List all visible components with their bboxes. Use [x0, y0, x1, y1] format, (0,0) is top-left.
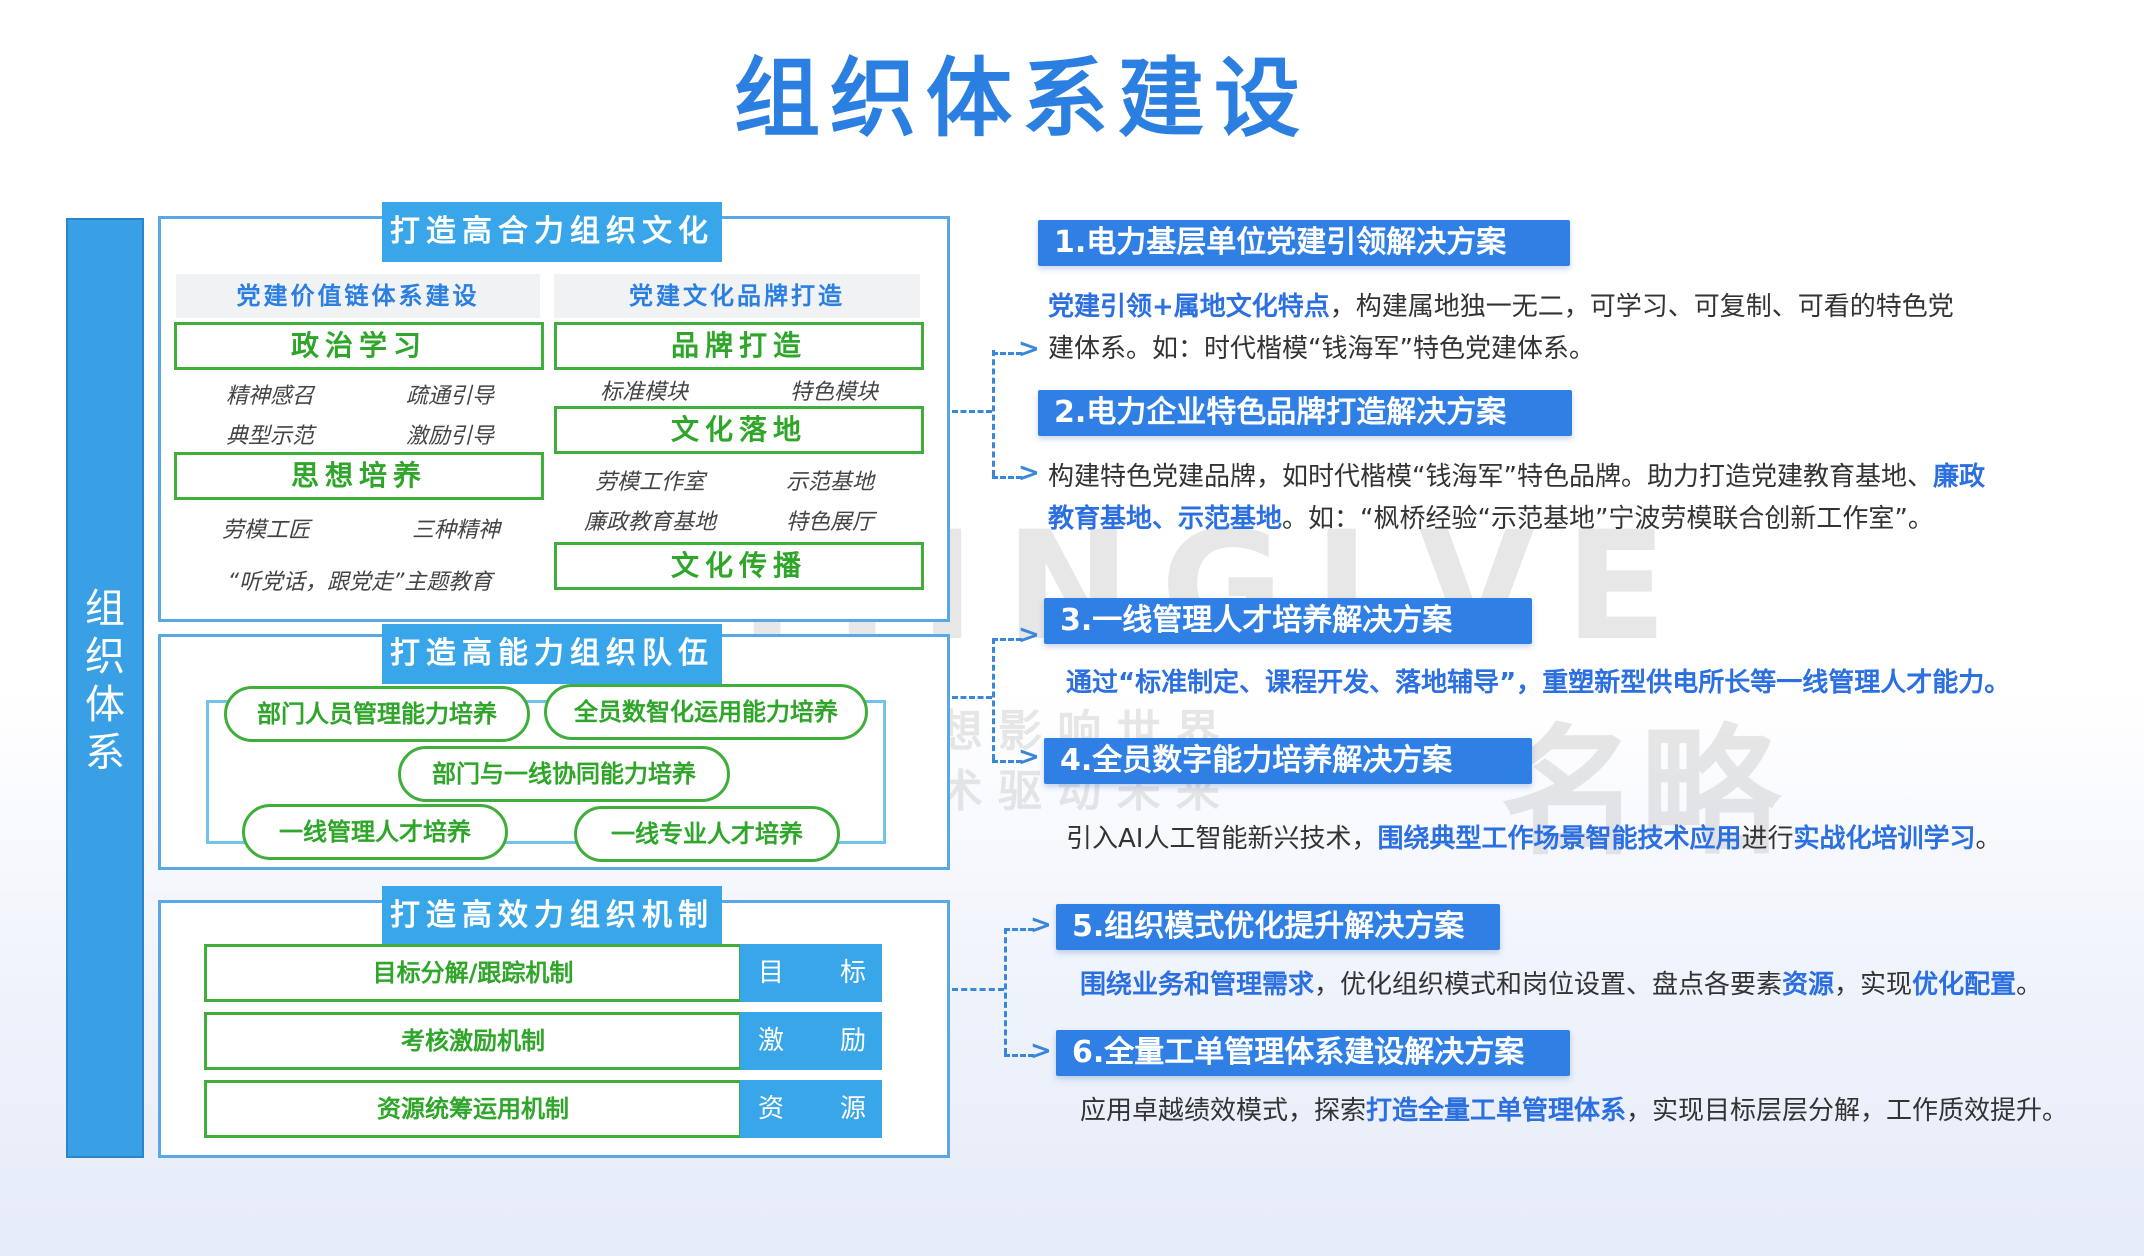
item-spirit: 精神感召 [225, 384, 314, 409]
culture-right-title: 党建文化品牌打造 [554, 274, 920, 318]
item-hall: 特色展厅 [785, 510, 874, 535]
connector-2-stem [952, 696, 992, 699]
pill-frontline-pro: 一线专业人才培养 [574, 806, 840, 862]
solution-4-text: 引入AI人工智能新兴技术，围绕典型工作场景智能技术应用进行实战化培训学习。 [1066, 824, 2002, 854]
arrow-6: > [1030, 1036, 1052, 1066]
arrow-3: > [1018, 620, 1040, 650]
solution-6-title: 6.全量工单管理体系建设解决方案 [1056, 1030, 1570, 1076]
mech-tag-resource: 资 源 [740, 1080, 882, 1138]
solution-1-title: 1.电力基层单位党建引领解决方案 [1038, 220, 1570, 266]
solution-3-text: 通过“标准制定、课程开发、落地辅导”，重塑新型供电所长等一线管理人才能力。 [1066, 668, 2011, 698]
item-special: 特色模块 [789, 380, 878, 405]
left-bar-char: 系 [85, 730, 125, 776]
left-bar-char: 组 [85, 586, 125, 632]
item-standard: 标准模块 [599, 380, 688, 405]
page-title: 组织体系建设 [734, 49, 1310, 149]
arrow-4: > [1018, 742, 1040, 772]
item-model: 典型示范 [225, 424, 314, 449]
solution-5-title: 5.组织模式优化提升解决方案 [1056, 904, 1500, 950]
left-bar-char: 体 [85, 682, 125, 728]
solution-4-title: 4.全员数字能力培养解决方案 [1044, 738, 1532, 784]
solution-1-text: 党建引领+属地文化特点，构建属地独一无二，可学习、可复制、可看的特色党 建体系。… [1048, 292, 1954, 364]
culture-left-title: 党建价值链体系建设 [176, 274, 540, 318]
arrow-2: > [1018, 458, 1040, 488]
left-bar [66, 218, 144, 1158]
item-demo-base: 示范基地 [785, 470, 874, 495]
connector-3-top [1004, 928, 1034, 931]
connector-2-vert [992, 638, 995, 760]
watermark-cn: 名略 [1500, 712, 1781, 875]
connector-1-top [992, 352, 1022, 355]
item-three-spirits: 三种精神 [411, 518, 500, 543]
connector-3-bot [1004, 1054, 1034, 1057]
item-guide: 疏通引导 [405, 384, 494, 409]
item-theme-edu: “听党话，跟党走”主题教育 [227, 570, 493, 595]
box-brand: 品牌打造 [554, 322, 924, 370]
culture-header: 打造高合力组织文化 [382, 202, 722, 262]
item-integrity-base: 廉政教育基地 [583, 510, 716, 535]
pill-collab: 部门与一线协同能力培养 [398, 746, 730, 802]
mech-row-incentive: 考核激励机制 [204, 1012, 742, 1070]
connector-1-bot [992, 476, 1022, 479]
mech-row-goal: 目标分解/跟踪机制 [204, 944, 742, 1002]
pill-frontline-mgmt: 一线管理人才培养 [242, 804, 508, 860]
mechanism-header: 打造高效力组织机制 [382, 886, 722, 946]
box-political-study: 政治学习 [174, 322, 544, 370]
connector-1-vert [992, 350, 995, 476]
solution-2-title: 2.电力企业特色品牌打造解决方案 [1038, 390, 1572, 436]
mech-row-resource: 资源统筹运用机制 [204, 1080, 742, 1138]
connector-3-vert [1004, 928, 1007, 1054]
box-thought: 思想培养 [174, 452, 544, 500]
mech-tag-goal: 目 标 [740, 944, 882, 1002]
pill-digital: 全员数智化运用能力培养 [544, 684, 868, 740]
connector-2-top [992, 638, 1022, 641]
item-incentive: 激励引导 [405, 424, 494, 449]
mech-tag-incentive: 激 励 [740, 1012, 882, 1070]
left-bar-char: 织 [85, 634, 125, 680]
solution-2-text: 构建特色党建品牌，如时代楷模“钱海军”特色品牌。助力打造党建教育基地、廉政 教育… [1048, 462, 1985, 534]
arrow-1: > [1018, 334, 1040, 364]
solution-6-text: 应用卓越绩效模式，探索打造全量工单管理体系，实现目标层层分解，工作质效提升。 [1080, 1096, 2069, 1126]
arrow-5: > [1030, 910, 1052, 940]
box-landing: 文化落地 [554, 406, 924, 454]
item-model-worker: 劳模工匠 [221, 518, 310, 543]
solution-5-text: 围绕业务和管理需求，优化组织模式和岗位设置、盘点各要素资源，实现优化配置。 [1080, 970, 2043, 1000]
team-header: 打造高能力组织队伍 [382, 624, 722, 684]
pill-dept-mgmt: 部门人员管理能力培养 [224, 686, 530, 742]
connector-2-bot [992, 760, 1022, 763]
left-bar-label: 组织体系 [66, 585, 144, 777]
connector-1-stem [952, 410, 992, 413]
solution-3-title: 3.一线管理人才培养解决方案 [1044, 598, 1532, 644]
item-studio: 劳模工作室 [594, 470, 705, 495]
box-spread: 文化传播 [554, 542, 924, 590]
connector-3-stem [952, 988, 1004, 991]
